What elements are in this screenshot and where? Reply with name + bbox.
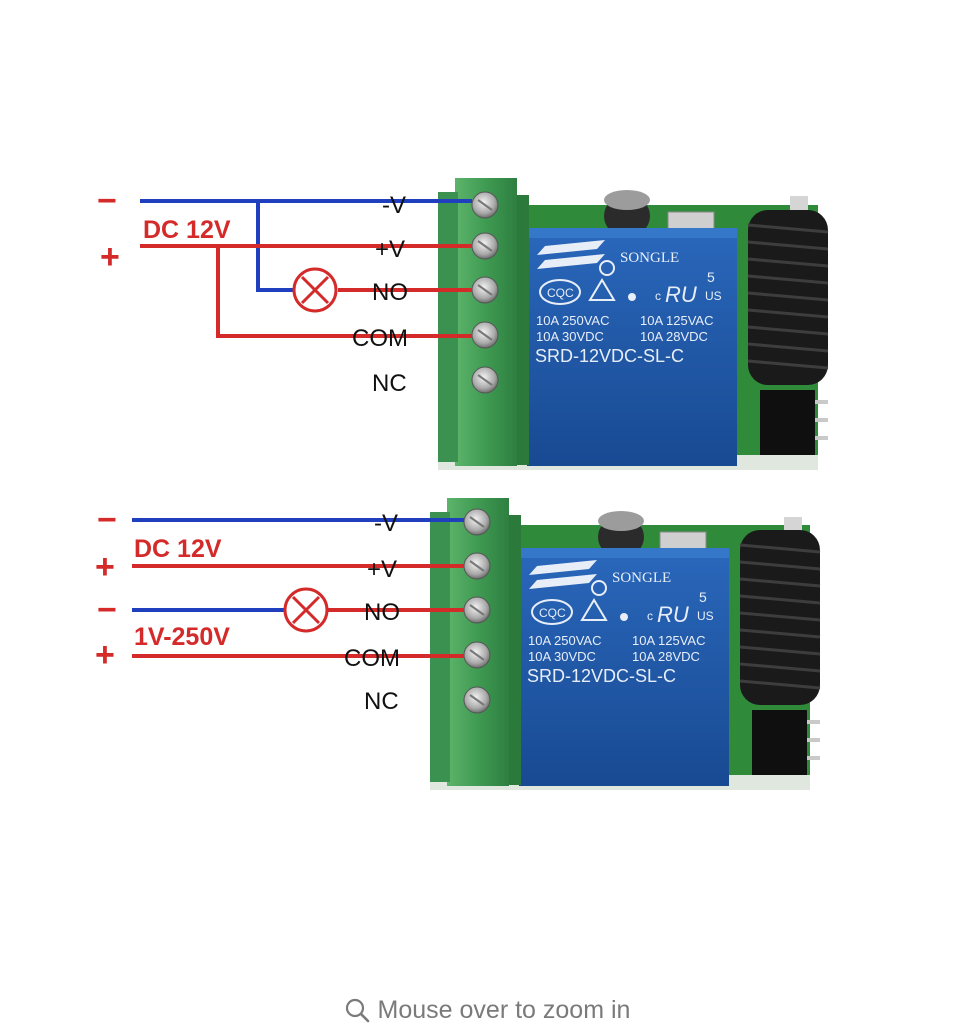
relay-rating-4: 10A 28VDC [640,329,708,344]
terminal-label-com: COM [352,325,408,352]
wire-positive-drop [216,246,472,338]
plus-sign: + [100,238,120,276]
terminal-label-no: NO [372,279,408,306]
terminal-label-nc: NC [364,688,399,715]
plus-sign: + [95,548,115,586]
diagram-2: SONGLE CQC c RU 5 US 10A 250VAC 10A 125V… [95,498,821,790]
antenna-coil [747,196,829,455]
lamp-icon [283,587,329,633]
supply-label: DC 12V [134,535,222,563]
relay-rating-3: 10A 30VDC [528,649,596,664]
svg-text:US: US [705,289,722,303]
terminal-label-neg: -V [374,510,398,537]
terminal-label-pos: +V [367,556,397,583]
relay-rating-2: 10A 125VAC [632,633,705,648]
supply-label: DC 12V [143,216,231,244]
svg-text:5: 5 [699,589,707,605]
svg-text:CQC: CQC [547,286,574,300]
relay-model: SRD-12VDC-SL-C [527,666,676,686]
svg-text:5: 5 [707,269,715,285]
capacitor [604,190,650,236]
svg-text:c: c [655,289,661,303]
terminal-label-no: NO [364,599,400,626]
terminal-block [438,178,529,466]
lamp-icon [292,267,338,313]
svg-text:c: c [647,609,653,623]
relay-model: SRD-12VDC-SL-C [535,346,684,366]
minus-sign: − [97,501,117,539]
load-plus-sign: + [95,636,115,674]
ul-mark-icon: c RU [647,602,689,627]
relay-rating-1: 10A 250VAC [528,633,601,648]
cqc-mark-icon: CQC [531,598,608,625]
songle-logo-icon [529,560,607,596]
terminal-label-com: COM [344,645,400,672]
load-label: 1V-250V [134,623,230,651]
svg-text:CQC: CQC [539,606,566,620]
svg-text:RU: RU [657,602,689,627]
svg-text:RU: RU [665,282,697,307]
relay-rating-4: 10A 28VDC [632,649,700,664]
diagram-1: SONGLE CQC c RU 5 US 10A 250VAC 10A 125V… [97,178,829,470]
terminal-label-pos: +V [375,236,405,263]
relay: SONGLE CQC c RU 5 US 10A 250VAC 10A 125V… [527,228,737,466]
terminal-label-neg: -V [382,192,406,219]
relay: SONGLE CQC c RU 5 US 10A 250VAC 10A 125V… [519,548,729,786]
wires [132,518,464,658]
antenna-coil [739,517,821,775]
relay-brand: SONGLE [620,250,679,266]
capacitor [598,511,644,557]
relay-rating-2: 10A 125VAC [640,313,713,328]
wire-negative-drop [256,201,293,292]
terminal-label-nc: NC [372,370,407,397]
relay-rating-3: 10A 30VDC [536,329,604,344]
relay-rating-1: 10A 250VAC [536,313,609,328]
svg-text:US: US [697,609,714,623]
ul-mark-icon: c RU [655,282,697,307]
cqc-mark-icon: CQC [539,278,616,305]
zoom-hint: Mouse over to zoom in [0,990,974,1030]
relay-brand: SONGLE [612,570,671,586]
minus-sign: − [97,182,117,220]
load-minus-sign: − [97,591,117,629]
wires [140,199,472,338]
search-icon [344,997,370,1023]
songle-logo-icon [537,240,615,276]
terminal-block [430,498,521,786]
zoom-hint-text: Mouse over to zoom in [377,995,631,1024]
wiring-diagram-image: SONGLE CQC c RU 5 US 10A 250VAC 10A 125V… [95,178,829,790]
product-image[interactable]: SONGLE CQC c RU 5 US 10A 250VAC 10A 125V… [0,0,974,980]
